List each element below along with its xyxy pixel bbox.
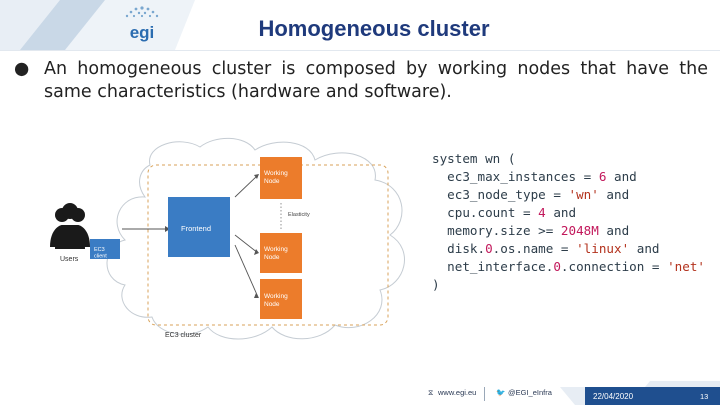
working-node-box-3 (260, 279, 302, 319)
bullet-text: An homogeneous cluster is composed by wo… (44, 59, 708, 102)
website-icon: ⧖ (428, 388, 434, 397)
working-node-box-2 (260, 233, 302, 273)
twitter-handle[interactable]: @EGI_eInfra (508, 388, 552, 397)
code-line: ec3_node_type = 'wn' and (432, 187, 630, 202)
website-link[interactable]: www.egi.eu (438, 388, 477, 397)
title-divider (0, 50, 720, 51)
code-line: ec3_max_instances = 6 and (432, 169, 637, 184)
footer-date: 22/04/2020 (593, 392, 634, 401)
users-label: Users (60, 256, 79, 263)
frontend-label: Frontend (181, 224, 211, 233)
code-line: ) (432, 277, 440, 292)
bullet-icon: ● (14, 59, 30, 79)
ec3-client-box (90, 239, 120, 259)
code-line: system wn ( (432, 151, 516, 166)
slide-title: Homogeneous cluster (258, 16, 490, 41)
users-icon (50, 203, 90, 249)
header-band (0, 0, 195, 50)
cluster-label: EC3 cluster (165, 332, 202, 339)
frontend-box (168, 197, 230, 257)
cluster-cloud (106, 137, 405, 340)
radl-code-block: system wn ( ec3_max_instances = 6 and ec… (432, 150, 705, 294)
footer-page-box: 13 (690, 387, 720, 405)
working-node-box-1 (260, 157, 302, 199)
elasticity-label: Elasticity (288, 212, 310, 218)
page-number: 13 (700, 392, 709, 401)
code-line: net_interface.0.connection = 'net' (432, 259, 705, 274)
twitter-icon: 🐦 (496, 388, 506, 397)
bullet-point: ● An homogeneous cluster is composed by … (14, 58, 708, 104)
code-line: cpu.count = 4 and (432, 205, 577, 220)
egi-logo: egi (118, 4, 166, 44)
code-line: disk.0.os.name = 'linux' and (432, 241, 660, 256)
code-line: memory.size >= 2048M and (432, 223, 630, 238)
logo-text: egi (130, 23, 155, 42)
cluster-boundary (147, 164, 389, 326)
footer-divider (484, 387, 485, 401)
footer-date-box: 22/04/2020 (585, 387, 690, 405)
